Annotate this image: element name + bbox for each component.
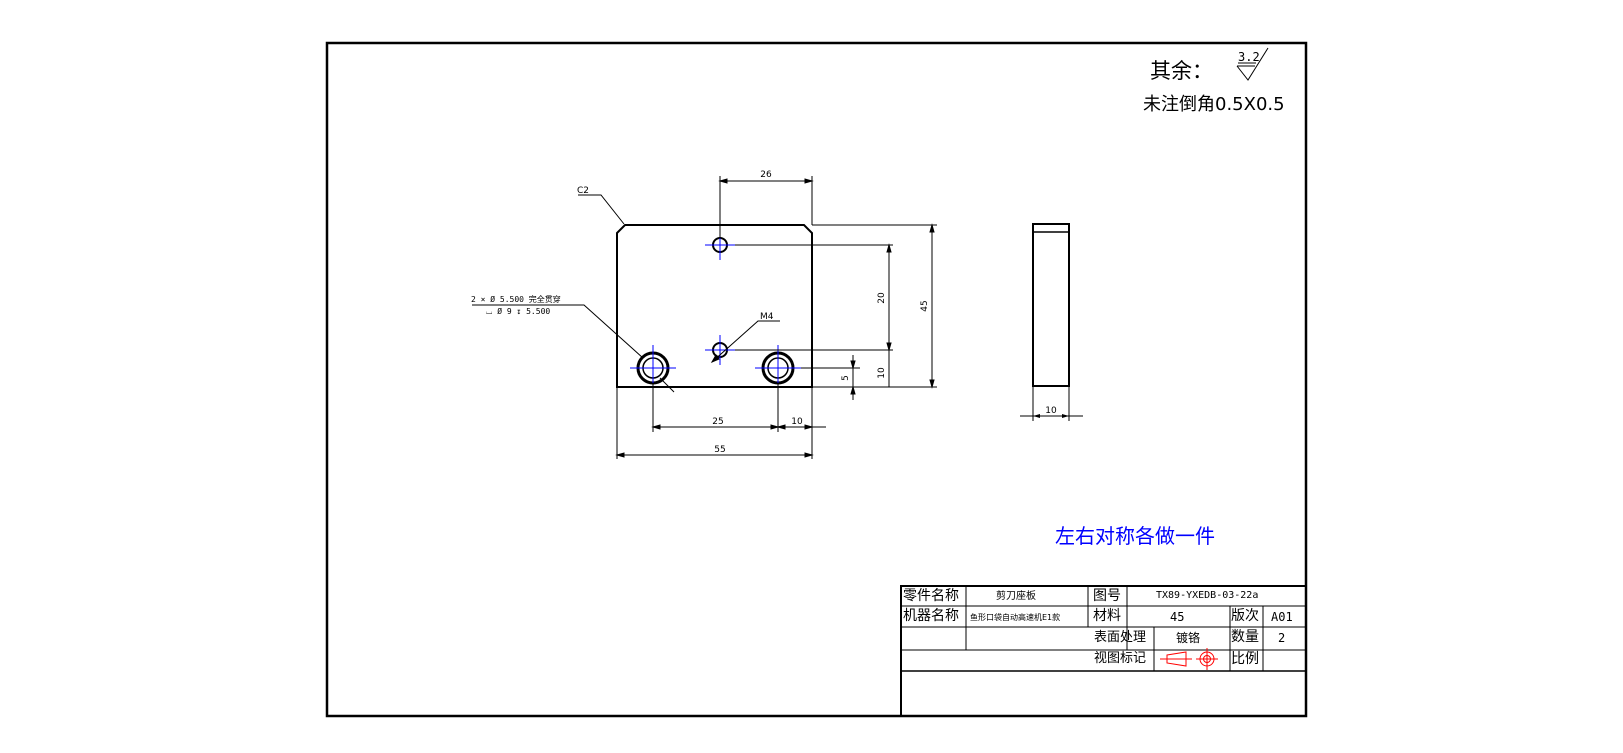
title-block-grid (900, 585, 1307, 717)
hole-callout-line2: ⌴ Ø 9 ↧ 5.500 (486, 306, 550, 316)
dim-bottom-hole-row: 5 (841, 375, 851, 381)
counterbore-hole-right (755, 345, 801, 391)
chamfer-note: 未注倒角0.5X0.5 (1143, 94, 1285, 115)
hole-callout-line1: 2 × Ø 5.500 完全贯穿 (471, 294, 561, 304)
side-view (1020, 223, 1083, 421)
drawing-no-value: TX89-YXEDB-03-22a (1156, 590, 1259, 601)
quantity-label: 数量 (1231, 629, 1259, 645)
drawing-no-label: 图号 (1093, 588, 1121, 604)
roughness-symbol (1236, 47, 1269, 81)
machine-name-label: 机器名称 (903, 608, 959, 624)
part-name-label: 零件名称 (903, 588, 959, 604)
surface-value: 镀铬 (1176, 631, 1201, 645)
m4-hole (705, 335, 735, 365)
symmetric-note: 左右对称各做一件 (1055, 524, 1215, 548)
quantity-value: 2 (1278, 631, 1286, 645)
dim-overall-height: 45 (920, 300, 930, 311)
revision-label: 版次 (1231, 608, 1259, 624)
chamfer-label: C2 (577, 186, 589, 196)
dim-bottom-hole-height: 10 (877, 367, 887, 379)
dim-hole-spacing-vertical: 20 (877, 292, 887, 304)
scale-label: 比例 (1231, 651, 1259, 667)
projection-symbol-icon (1160, 648, 1218, 670)
dim-top-hole-offset: 26 (760, 170, 772, 180)
dim-overall-width: 55 (714, 445, 725, 455)
thread-label: M4 (760, 312, 774, 322)
roughness-value: 3.2 (1238, 50, 1260, 64)
surface-label: 表面处理 (1094, 630, 1147, 645)
dim-hole-pitch: 25 (712, 417, 723, 427)
dim-side-thickness: 10 (1045, 406, 1057, 416)
material-label: 材料 (1093, 608, 1121, 624)
roughness-note-label: 其余： (1150, 59, 1213, 83)
drawing-frame (325, 41, 1308, 718)
dimension-lines (472, 176, 937, 459)
part-name-value: 剪刀座板 (996, 591, 1036, 602)
machine-name-value: 鱼形口袋自动高速机E1款 (970, 613, 1061, 622)
material-value: 45 (1170, 610, 1185, 624)
revision-value: A01 (1271, 610, 1293, 624)
view-mark-label: 视图标记 (1094, 651, 1147, 666)
dim-edge-offset: 10 (791, 417, 803, 427)
